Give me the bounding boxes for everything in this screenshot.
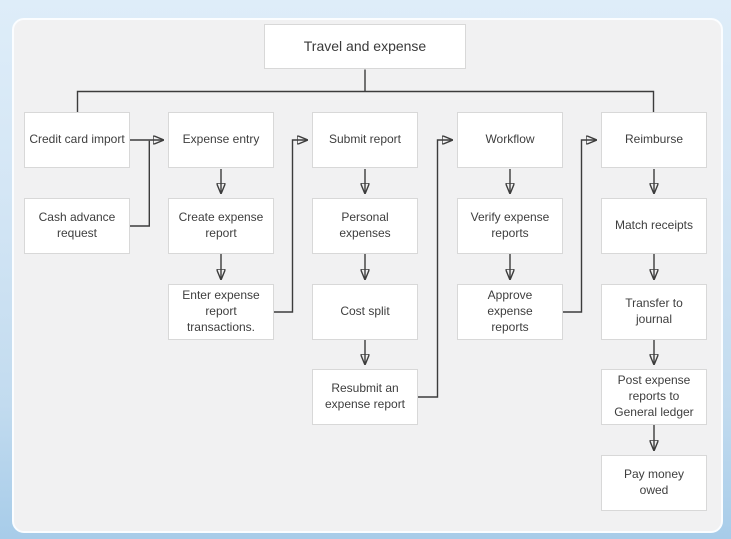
- node-label: Approve expense reports: [487, 288, 533, 334]
- node-label: Credit card import: [29, 132, 125, 147]
- node-label: Travel and expense: [303, 38, 427, 55]
- node-label: Enter expense report transactions.: [182, 288, 260, 334]
- node-transfer-to-journal: Transfer to journal: [601, 284, 707, 340]
- node-cost-split: Cost split: [312, 284, 418, 340]
- node-expense-entry: Expense entry: [168, 112, 274, 168]
- node-verify-expense-reports: Verify expense reports: [457, 198, 563, 254]
- node-pay-money-owed: Pay money owed: [601, 455, 707, 511]
- node-label: Submit report: [328, 132, 402, 147]
- node-resubmit-an-expense-report: Resubmit an expense report: [312, 369, 418, 425]
- node-post-expense-reports-to-general-ledger: Post expense reports to General ledger: [601, 369, 707, 425]
- node-travel-and-expense: Travel and expense: [264, 24, 466, 69]
- node-label: Cash advance request: [38, 210, 116, 240]
- node-submit-report: Submit report: [312, 112, 418, 168]
- node-label: Verify expense reports: [470, 210, 550, 240]
- node-label: Expense entry: [182, 132, 260, 147]
- node-label: Pay money owed: [623, 467, 685, 497]
- node-label: Reimburse: [624, 132, 684, 147]
- node-label: Resubmit an expense report: [324, 381, 406, 411]
- node-cash-advance-request: Cash advance request: [24, 198, 130, 254]
- node-workflow: Workflow: [457, 112, 563, 168]
- node-label: Post expense reports to General ledger: [614, 373, 694, 419]
- node-label: Create expense report: [178, 210, 264, 240]
- node-label: Transfer to journal: [625, 296, 683, 326]
- node-match-receipts: Match receipts: [601, 198, 707, 254]
- node-label: Cost split: [340, 304, 390, 319]
- node-approve-expense-reports: Approve expense reports: [457, 284, 563, 340]
- node-credit-card-import: Credit card import: [24, 112, 130, 168]
- node-label: Personal expenses: [339, 210, 391, 240]
- node-label: Workflow: [485, 132, 535, 147]
- node-reimburse: Reimburse: [601, 112, 707, 168]
- node-create-expense-report: Create expense report: [168, 198, 274, 254]
- node-personal-expenses: Personal expenses: [312, 198, 418, 254]
- node-label: Match receipts: [614, 218, 694, 233]
- node-enter-expense-report-transactions: Enter expense report transactions.: [168, 284, 274, 340]
